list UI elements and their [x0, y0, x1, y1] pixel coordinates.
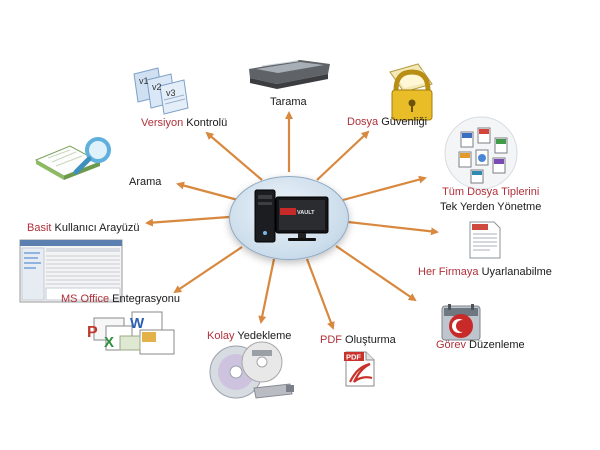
label-basit-kullanici-arayuzu: Basit Kullanıcı Arayüzü — [27, 222, 140, 235]
label-tarama: Tarama — [270, 96, 307, 109]
label-ms-office-highlight: MS Office — [61, 293, 109, 305]
label-ms-office-rest: Entegrasyonu — [109, 293, 180, 305]
label-kolay-yedekleme: Kolay Yedekleme — [207, 330, 291, 343]
label-versiyon-highlight: Versiyon — [141, 117, 183, 129]
label-kolay-rest: Yedekleme — [235, 330, 292, 342]
label-dosya-rest: Güvenliği — [378, 116, 427, 128]
label-gorev-duzenleme: Görev Düzenleme — [436, 339, 525, 352]
label-kolay-highlight: Kolay — [207, 330, 235, 342]
label-tum-dosya-line2: Tek Yerden Yönetme — [440, 201, 541, 214]
label-versiyon-kontrolu: Versiyon Kontrolü — [141, 117, 227, 130]
label-tum-dosya-tipleri: Tüm Dosya Tiplerini Tek Yerden Yönetme — [440, 186, 541, 214]
label-pdf-olusturma: PDF Oluşturma — [320, 334, 396, 347]
label-arama: Arama — [129, 176, 161, 189]
label-gorev-rest: Düzenleme — [466, 339, 525, 351]
label-pdf-rest: Oluşturma — [342, 334, 396, 346]
label-ms-office: MS Office Entegrasyonu — [61, 293, 180, 306]
label-basit-rest: Kullanıcı Arayüzü — [51, 222, 139, 234]
label-her-firmaya: Her Firmaya Uyarlanabilme — [418, 266, 552, 279]
label-her-firmaya-rest: Uyarlanabilme — [479, 266, 552, 278]
vault-logo-text: VAULT — [297, 210, 315, 216]
label-basit-highlight: Basit — [27, 222, 51, 234]
label-gorev-highlight: Görev — [436, 339, 466, 351]
label-dosya-guvenligi: Dosya Güvenliği — [347, 116, 427, 129]
label-dosya-highlight: Dosya — [347, 116, 378, 128]
label-pdf-highlight: PDF — [320, 334, 342, 346]
label-versiyon-rest: Kontrolü — [183, 117, 227, 129]
label-tum-dosya-line1: Tüm Dosya Tiplerini — [440, 186, 541, 199]
label-her-firmaya-highlight: Her Firmaya — [418, 266, 479, 278]
